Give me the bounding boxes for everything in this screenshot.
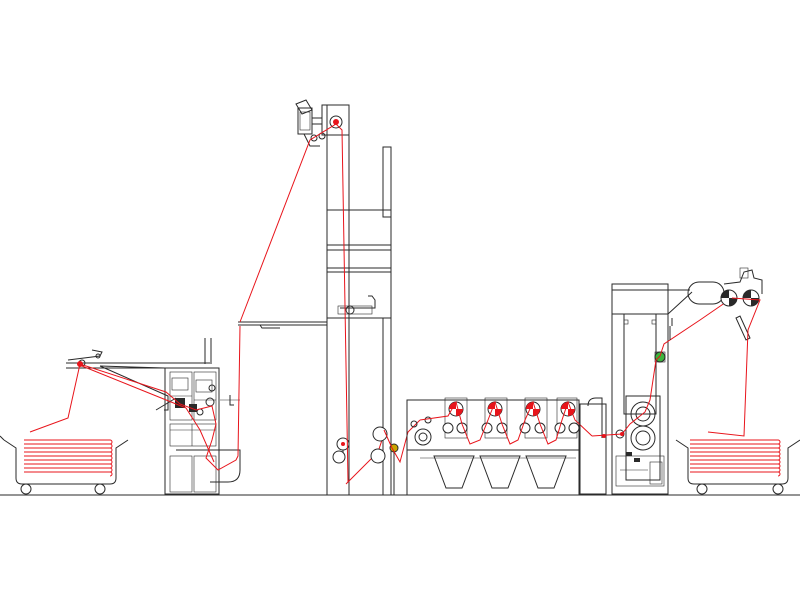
feed-table: [66, 338, 212, 411]
fabric-fold: [690, 459, 781, 465]
fabric-fold: [24, 443, 113, 449]
bath-roller-set: [442, 401, 580, 434]
guide-frame-unit: [155, 367, 241, 495]
fabric-fold: [690, 439, 781, 445]
fabric-fold: [24, 455, 113, 461]
fabric-fold: [690, 443, 781, 449]
bath-tanks: [406, 397, 580, 496]
exit-accumulator: [667, 267, 763, 341]
drying-stack: [579, 283, 690, 495]
pre-treatment-rollers: [370, 426, 399, 495]
fabric-fold: [24, 439, 113, 445]
fabric-coil-left: [24, 439, 113, 477]
bath-roller: [448, 401, 464, 417]
fabric-fold: [690, 455, 781, 461]
fabric-fold: [24, 459, 113, 465]
fabric-fold: [690, 447, 781, 453]
unwind-trolley-right: [675, 439, 800, 495]
fabric-fold: [24, 467, 113, 473]
exit-roller: [742, 289, 760, 307]
fabric-fold: [690, 471, 781, 477]
fabric-coil-right: [690, 439, 781, 477]
fabric-fold: [24, 447, 113, 453]
fabric-fold: [24, 471, 113, 477]
elevated-tower: [238, 99, 392, 496]
unwind-trolley-left: [0, 435, 129, 495]
fabric-fold: [690, 463, 781, 469]
fabric-fold: [690, 467, 781, 473]
sensor-indicator: [654, 351, 666, 363]
fabric-fold: [690, 451, 781, 457]
fabric-fold: [24, 451, 113, 457]
fabric-fold: [24, 463, 113, 469]
